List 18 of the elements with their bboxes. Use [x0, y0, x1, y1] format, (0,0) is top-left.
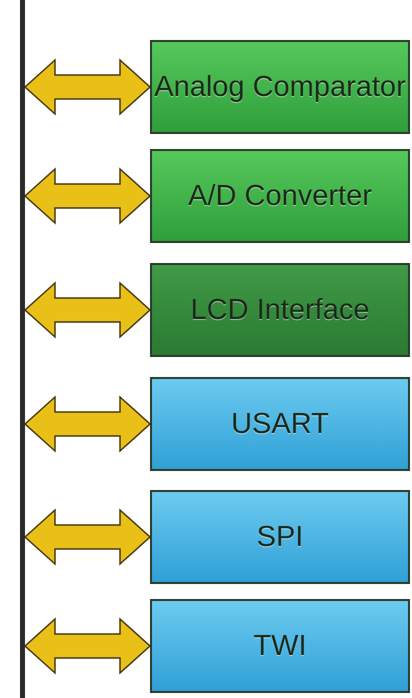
module-box: [150, 599, 410, 693]
module-box: [150, 40, 410, 134]
double-arrow: [24, 167, 152, 225]
module-label: USART: [231, 408, 329, 440]
double-arrow: [24, 281, 152, 339]
module-box: [150, 149, 410, 243]
module-label: SPI: [256, 521, 304, 553]
module-box: [150, 377, 410, 471]
module-box: [150, 263, 410, 357]
double-arrow: [24, 395, 152, 453]
module-box: [150, 490, 410, 584]
double-arrow: [24, 508, 152, 566]
module-label: TWI: [253, 630, 307, 662]
double-arrow: [24, 617, 152, 675]
module-label: Analog Comparator: [154, 71, 406, 103]
double-arrow: [24, 58, 152, 116]
module-label: LCD Interface: [190, 294, 370, 326]
module-label: A/D Converter: [188, 180, 372, 212]
